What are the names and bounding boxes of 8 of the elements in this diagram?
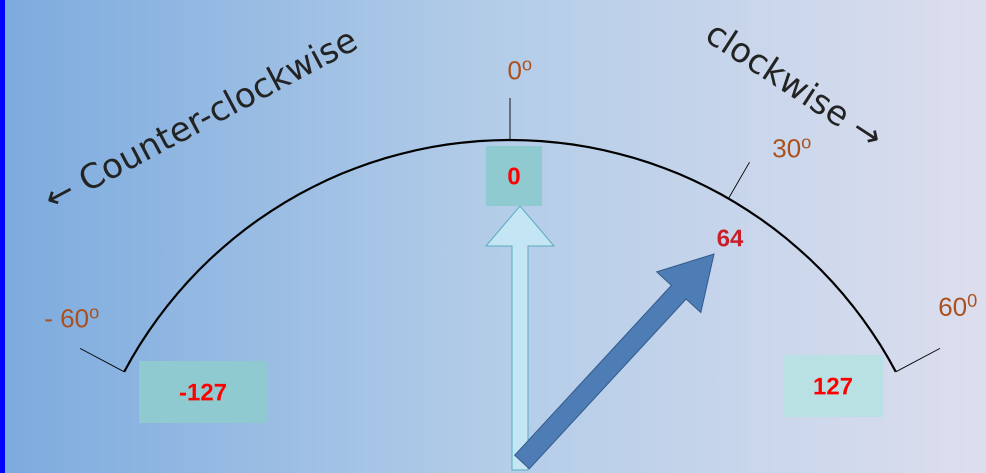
value-box: 0 — [486, 146, 542, 206]
value-label: 64 — [718, 230, 744, 246]
angle-label: 30$^{o}$ — [773, 138, 810, 158]
angle-label: 60$^{0}$ — [940, 294, 977, 316]
angle-label: 0$^{o}$ — [508, 60, 532, 80]
angle-label: - 60$^{o}$ — [45, 308, 98, 328]
value-box: 127 — [783, 355, 883, 417]
value-box: -127 — [139, 361, 267, 423]
